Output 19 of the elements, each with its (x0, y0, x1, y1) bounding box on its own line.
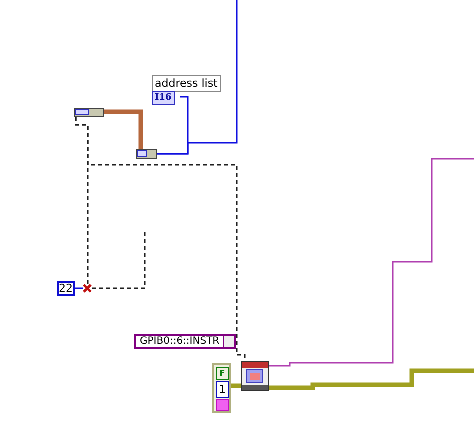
subvi-icon (241, 361, 269, 391)
numeric-constant: 1 (216, 381, 229, 398)
numeric-constant: 22 (57, 281, 75, 296)
wire (104, 110, 144, 149)
wire (157, 0, 238, 155)
wire (75, 117, 246, 361)
wire (75, 288, 83, 290)
function-icon (83, 284, 92, 293)
cluster-constant (212, 363, 231, 413)
terminal-icon (74, 108, 104, 117)
wire (92, 230, 146, 290)
boolean-constant: F (216, 367, 229, 380)
resource-constant: GPIB0::6::INSTR (134, 334, 236, 349)
wire (269, 158, 474, 367)
wire (269, 368, 474, 390)
terminal-label: address list (152, 75, 221, 92)
wire (231, 384, 241, 388)
terminal-icon (136, 149, 157, 159)
array-indicator: I16 (152, 91, 175, 105)
